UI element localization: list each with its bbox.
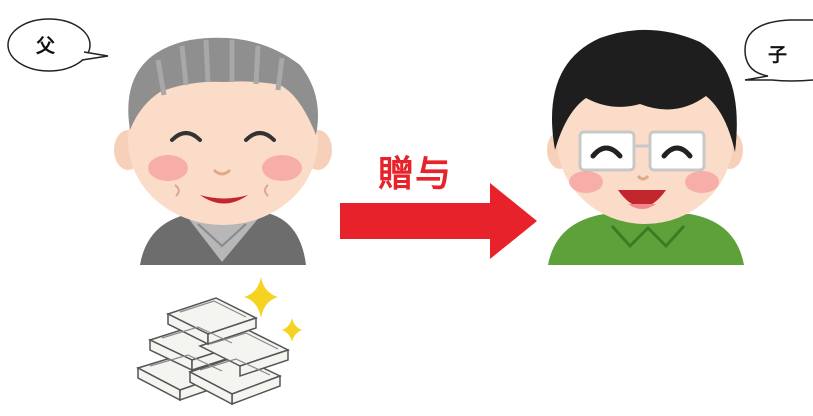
right-arrow-icon <box>340 183 537 259</box>
son-speech-bubble <box>744 19 813 82</box>
son-label: 子 <box>768 44 788 66</box>
father-illustration <box>114 37 332 265</box>
father-label: 父 <box>36 35 56 57</box>
gift-label: 贈与 <box>378 154 453 195</box>
father-speech-bubble <box>7 18 109 72</box>
son-illustration <box>547 29 744 265</box>
money-stacks-illustration <box>136 277 302 406</box>
